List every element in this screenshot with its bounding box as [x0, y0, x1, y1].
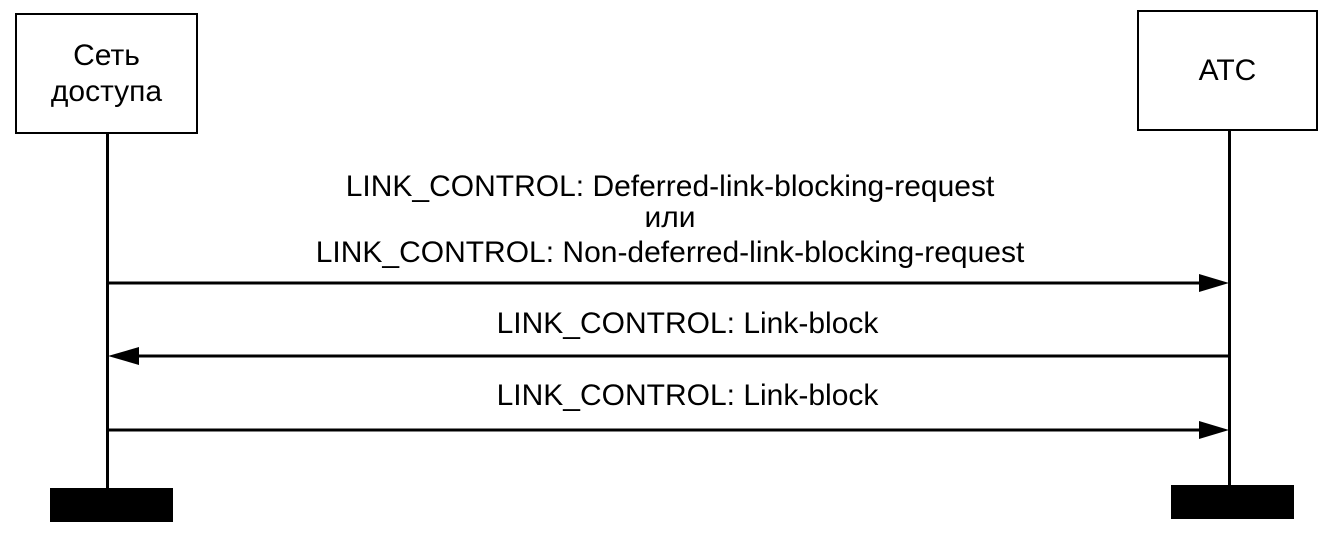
message-arrow-3: [108, 421, 1229, 439]
lifeline-access-network: [106, 134, 109, 490]
message-arrow-2: [108, 347, 1228, 365]
participant-exchange-label: АТС: [1198, 53, 1257, 87]
lifeline-end-access-network: [50, 488, 173, 522]
message-3-label: LINK_CONTROL: Link-block: [496, 379, 879, 412]
lifeline-exchange: [1228, 131, 1231, 487]
message-1-label-line1: LINK_CONTROL: Deferred-link-blocking-req…: [345, 170, 995, 203]
lifeline-end-exchange: [1171, 485, 1294, 519]
participant-exchange-box: АТС: [1137, 10, 1318, 131]
participant-access-network-box: Сеть доступа: [15, 13, 198, 134]
message-2-label: LINK_CONTROL: Link-block: [496, 307, 879, 340]
message-arrow-1: [108, 274, 1229, 292]
message-1-label-line2: или: [644, 201, 696, 234]
message-1-label-line3: LINK_CONTROL: Non-deferred-link-blocking…: [315, 236, 1025, 269]
participant-access-network-label-line1: Сеть: [73, 38, 140, 72]
participant-access-network-label-line2: доступа: [50, 74, 163, 108]
